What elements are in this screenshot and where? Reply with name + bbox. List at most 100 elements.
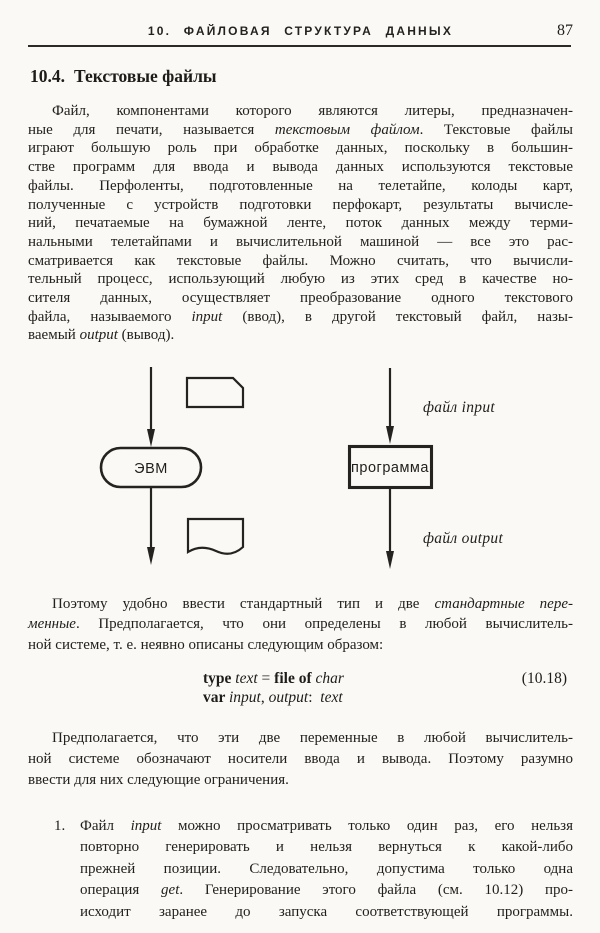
text-line: Предполагается, что эти две переменные в… bbox=[28, 728, 573, 749]
io-files-diagram: ЭВМ программа файл input файл output bbox=[99, 367, 503, 569]
text-run: Файл bbox=[80, 818, 131, 834]
text-line: var input, output: text bbox=[203, 688, 567, 707]
text-run: прежней позиции. Следовательно, допустим… bbox=[80, 860, 573, 877]
text-run: : bbox=[308, 689, 321, 706]
left-input-arrowhead bbox=[147, 429, 155, 447]
text-line: играют большую роль при обработке данных… bbox=[28, 139, 573, 158]
section-heading: 10.4. Текстовые файлы bbox=[30, 66, 217, 87]
text-line: прежней позиции. Следовательно, допустим… bbox=[80, 859, 573, 880]
text-run: тельный процесс, использующий любую из э… bbox=[28, 271, 573, 288]
section-number: 10.4. bbox=[30, 66, 65, 86]
text-run: повторно генерировать и нельзя вернуться… bbox=[80, 839, 573, 856]
text-line: ной системе обозначают носители ввода и … bbox=[28, 749, 573, 770]
text-run: менные bbox=[28, 616, 76, 633]
list-item-text: Файл input можно просматривать только од… bbox=[80, 816, 573, 923]
text-run: текстовым файлом bbox=[274, 121, 420, 138]
text-run: input bbox=[130, 818, 162, 834]
text-run: ваемый bbox=[28, 327, 80, 344]
text-line: сителя данных, осуществляет преобразован… bbox=[28, 289, 573, 308]
text-run: Предполагается, что эти две переменные в… bbox=[52, 730, 573, 746]
text-run: файла, называемого bbox=[28, 308, 192, 325]
text-run: операция bbox=[80, 882, 162, 899]
text-run: . Текстовые файлы bbox=[419, 121, 574, 138]
page-number: 87 bbox=[557, 22, 573, 39]
text-run: type bbox=[203, 670, 236, 687]
text-run: output bbox=[79, 327, 118, 344]
left-output-arrowhead bbox=[147, 547, 155, 565]
text-line: ной системе, т. е. неявно описаны следую… bbox=[28, 635, 573, 655]
text-run: . Предполагается, что они определены в л… bbox=[75, 616, 573, 633]
text-run: ной системе, т. е. неявно описаны следую… bbox=[28, 636, 384, 653]
list-item: 1. Файл input можно просматривать только… bbox=[28, 816, 573, 923]
text-line: ные для печати, называется текстовым фай… bbox=[28, 121, 573, 140]
text-line: менные. Предполагается, что они определе… bbox=[28, 614, 573, 634]
text-run: стве программ для ввода и вывода данных … bbox=[28, 159, 573, 176]
text-line: операция get. Генерирование этого файла … bbox=[80, 880, 573, 901]
text-run: (вывод). bbox=[117, 327, 175, 344]
header-rule bbox=[28, 45, 571, 47]
text-run: ные для печати, называется bbox=[28, 121, 275, 138]
text-run: исходит заранее до запуска соответствующ… bbox=[80, 903, 573, 920]
text-line: Файл input можно просматривать только од… bbox=[80, 816, 573, 837]
text-run: играют большую роль при обработке данных… bbox=[28, 140, 573, 157]
text-run: text bbox=[235, 670, 258, 687]
text-line: type text = file of char bbox=[203, 669, 567, 688]
text-run: ной системе обозначают носители ввода и … bbox=[28, 750, 573, 767]
paragraph-assumption: Предполагается, что эти две переменные в… bbox=[28, 728, 573, 790]
text-line: файлы. Перфоленты, подготовленные на тел… bbox=[28, 177, 573, 196]
text-run: нальными телетайпами и вычислительной ма… bbox=[28, 233, 573, 250]
text-run: get bbox=[161, 882, 180, 899]
text-line: повторно генерировать и нельзя вернуться… bbox=[80, 837, 573, 858]
text-run: ввести для них следующие ограничения. bbox=[28, 771, 289, 788]
program-node bbox=[347, 444, 434, 490]
text-run: полученные с устройств подготовки перфок… bbox=[28, 196, 573, 213]
text-line: стве программ для ввода и вывода данных … bbox=[28, 158, 573, 177]
program-node-label: программа bbox=[351, 460, 429, 476]
computer-node-label: ЭВМ bbox=[134, 461, 168, 477]
text-run: text bbox=[320, 689, 343, 706]
text-run: Поэтому удобно ввести стандартный тип и … bbox=[52, 596, 435, 612]
text-line: Поэтому удобно ввести стандартный тип и … bbox=[28, 594, 573, 614]
output-file-label: файл output bbox=[423, 530, 503, 547]
input-file-label: файл input bbox=[423, 399, 495, 416]
text-run: ний, печатаемые на бумажной ленте, поток… bbox=[28, 215, 573, 232]
text-line: исходит заранее до запуска соответствующ… bbox=[80, 902, 573, 923]
text-run: файлы. Перфоленты, подготовленные на тел… bbox=[28, 177, 573, 194]
text-run: сматривается как текстовые файлы. Можно … bbox=[28, 252, 573, 269]
equation-number: (10.18) bbox=[521, 670, 567, 687]
text-line: сматривается как текстовые файлы. Можно … bbox=[28, 252, 573, 271]
right-output-arrowhead bbox=[386, 551, 394, 569]
text-run: стандартные пере- bbox=[434, 596, 573, 612]
text-run: = bbox=[257, 670, 275, 687]
paragraph-intro: Файл, компонентами которого являются лит… bbox=[28, 102, 573, 345]
text-line: Файл, компонентами которого являются лит… bbox=[28, 102, 573, 121]
text-run: input bbox=[191, 308, 223, 325]
section-title: Текстовые файлы bbox=[74, 66, 217, 86]
text-run: Файл, компонентами которого являются лит… bbox=[52, 103, 573, 119]
text-run: file of bbox=[274, 670, 312, 687]
chapter-title: 10. ФАЙЛОВАЯ СТРУКТУРА ДАННЫХ bbox=[147, 24, 454, 38]
restrictions-list: 1. Файл input можно просматривать только… bbox=[28, 816, 573, 923]
text-run: output bbox=[268, 689, 309, 706]
text-line: файла, называемого input (ввод), в друго… bbox=[28, 308, 573, 327]
text-run: input bbox=[228, 689, 261, 706]
running-header: 10. ФАЙЛОВАЯ СТРУКТУРА ДАННЫХ 87 bbox=[28, 22, 573, 46]
text-line: нальными телетайпами и вычислительной ма… bbox=[28, 233, 573, 252]
text-run: . Генерирование этого файла (см. 10.12) … bbox=[179, 882, 573, 899]
text-run: , bbox=[260, 689, 269, 706]
text-run: char bbox=[315, 670, 344, 687]
text-run: можно просматривать только один раз, его… bbox=[161, 818, 573, 834]
text-line: ваемый output (вывод). bbox=[28, 326, 573, 345]
paragraph-standard-variables: Поэтому удобно ввести стандартный тип и … bbox=[28, 594, 573, 655]
text-run: сителя данных, осуществляет преобразован… bbox=[28, 290, 573, 307]
text-line: тельный процесс, использующий любую из э… bbox=[28, 270, 573, 289]
document-icon bbox=[186, 517, 245, 555]
punched-card-icon bbox=[185, 376, 245, 409]
list-item-number: 1. bbox=[54, 818, 66, 834]
text-run: (ввод), в другой текстовый файл, назы- bbox=[222, 308, 573, 325]
text-line: полученные с устройств подготовки перфок… bbox=[28, 196, 573, 215]
right-input-arrowhead bbox=[386, 426, 394, 444]
